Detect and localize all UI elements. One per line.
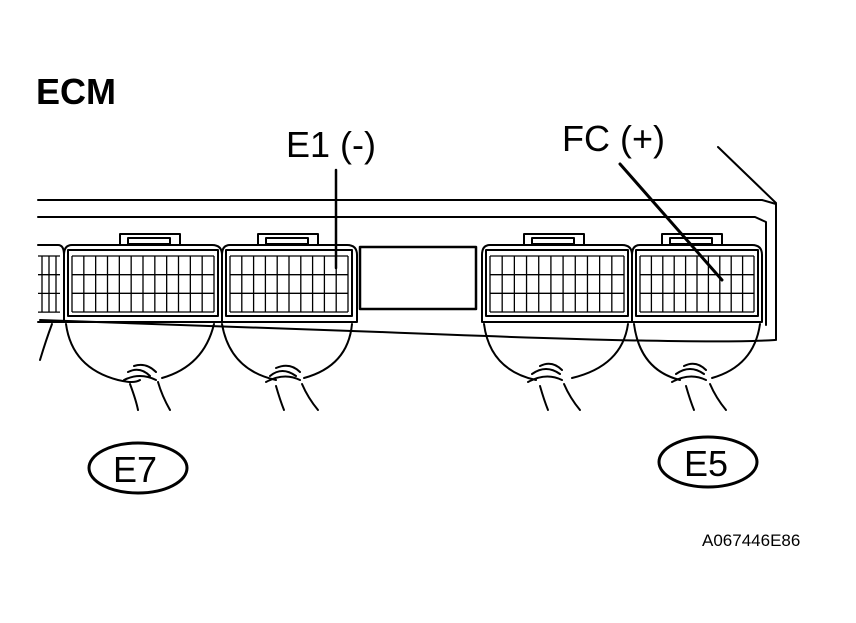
wire-harness-e5	[633, 323, 761, 411]
terminal-grid-mid	[489, 255, 625, 313]
ecm-title: ECM	[36, 71, 116, 112]
center-window	[358, 245, 478, 311]
terminal-grid-e7	[71, 255, 215, 313]
connector-e5-housing	[631, 233, 763, 323]
terminal-grid-e5	[639, 255, 755, 313]
connector-mid-housing	[481, 233, 633, 323]
wire-harness-left-partial	[39, 323, 53, 361]
fc-leader-line	[618, 162, 724, 282]
fc-terminal-label: FC (+)	[562, 118, 665, 159]
terminal-grid-left-partial	[38, 255, 60, 313]
e1-terminal-label: E1 (-)	[286, 124, 376, 165]
wire-harness-e7	[65, 323, 215, 411]
connector-e1-housing	[221, 233, 358, 323]
e7-connector-label: E7	[113, 449, 158, 490]
wire-harness-e1	[221, 323, 353, 411]
ecm-housing	[37, 146, 777, 343]
e5-callout-oval	[657, 435, 759, 489]
figure-code: A067446E86	[702, 531, 801, 550]
connector-left-partial	[37, 244, 65, 323]
e5-connector-label: E5	[684, 443, 729, 484]
e7-callout-oval	[87, 441, 189, 495]
wire-harness-mid	[483, 323, 629, 411]
terminal-grid-e1	[229, 255, 349, 313]
